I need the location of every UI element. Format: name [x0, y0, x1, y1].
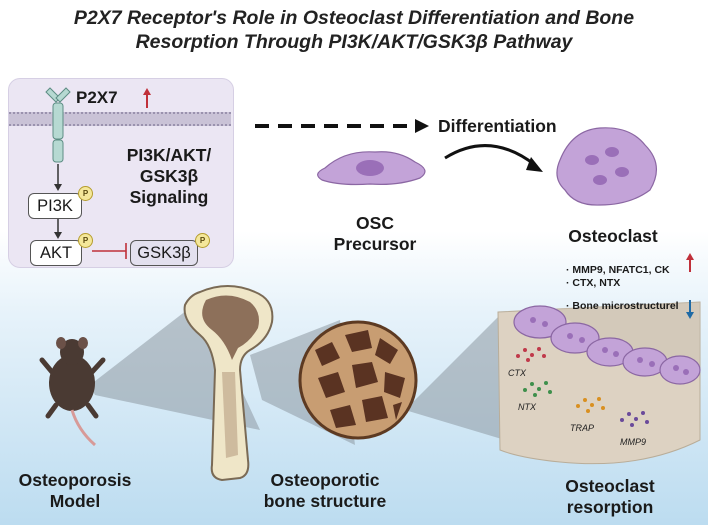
phospho-pi3k: P — [78, 186, 93, 201]
precursor-line-1: OSC — [356, 213, 394, 233]
structure-line-2: bone structure — [263, 491, 387, 511]
pathway-label: PI3K/AKT/ GSK3β Signaling — [110, 145, 228, 208]
mouse-icon — [39, 337, 106, 447]
pi3k-box: PI3K — [28, 193, 82, 219]
akt-box: AKT — [30, 240, 82, 266]
phospho-akt: P — [78, 233, 93, 248]
trap-dots — [576, 397, 605, 413]
model-label: Osteoporosis Model — [0, 470, 150, 512]
trabecular-bone-circle — [298, 320, 418, 440]
ntx-dots — [523, 381, 552, 397]
markers-line-2: · CTX, NTX — [566, 277, 621, 289]
model-line-2: Model — [49, 491, 101, 511]
osc-precursor-cell — [317, 151, 426, 186]
markers-line-1: · MMP9, NFATC1, CK — [566, 264, 670, 276]
mmp9-dots — [620, 411, 649, 427]
model-line-1: Osteoporosis — [18, 470, 132, 490]
precursor-label: OSC Precursor — [320, 213, 430, 255]
femur-bone-icon — [183, 285, 274, 482]
title-line-2: Resorption Through PI3K/AKT/GSK3β Pathwa… — [135, 31, 573, 53]
mmp9-label: MMP9 — [620, 437, 647, 447]
structure-label: Osteoporotic bone structure — [240, 470, 410, 512]
phospho-gsk3b: P — [195, 233, 210, 248]
ctx-label: CTX — [508, 368, 526, 378]
ctx-dots — [516, 347, 546, 362]
curved-arrow — [444, 144, 536, 167]
trap-label: TRAP — [570, 423, 595, 433]
pathway-line-3: Signaling — [129, 187, 209, 207]
osteoclast-label: Osteoclast — [568, 226, 658, 246]
title-line-1: P2X7 Receptor's Role in Osteoclast Diffe… — [73, 7, 635, 29]
precursor-line-2: Precursor — [333, 234, 417, 254]
mature-osteoclast-cell — [556, 127, 657, 206]
resorption-line-2: resorption — [566, 497, 654, 517]
structure-line-1: Osteoporotic — [270, 470, 380, 490]
differentiation-label: Differentiation — [438, 116, 557, 136]
resorbing-osteoclasts — [513, 305, 701, 385]
resorption-line-1: Osteoclast — [565, 476, 655, 496]
projection-cone-circle — [405, 315, 505, 440]
p2x7-receptor-icon — [45, 87, 71, 163]
pathway-line-2: GSK3β — [139, 166, 199, 186]
ntx-label: NTX — [518, 402, 536, 412]
resorption-label: Osteoclast resorption — [530, 476, 690, 518]
pathway-line-1: PI3K/AKT/ — [126, 145, 212, 165]
gsk3b-box: GSK3β — [130, 240, 198, 266]
p2x7-label: P2X7 — [76, 88, 118, 107]
bone-micro-label: · Bone microstructurel — [566, 300, 679, 312]
